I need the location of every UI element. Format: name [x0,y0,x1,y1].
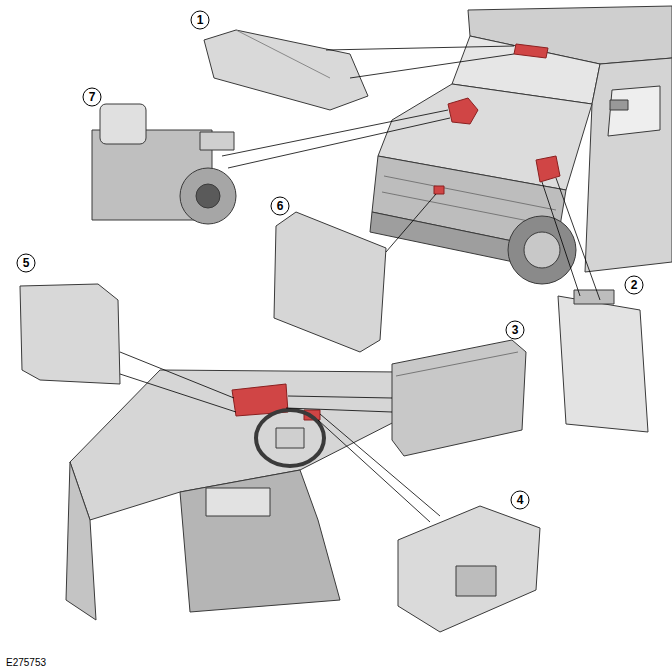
callout-circle [511,491,529,509]
leader-line [120,374,236,412]
steering-hub [276,428,304,448]
dashboard [70,370,402,520]
callout-number: 6 [277,199,284,213]
mirror [610,100,628,110]
module [204,30,368,110]
leader-line [320,414,440,516]
wheel [508,216,576,284]
motor [180,168,236,224]
leader-line [120,352,234,398]
leader-line [286,408,392,412]
centre-console [180,470,340,612]
callout-circle [625,276,643,294]
control-panel [206,488,270,516]
callout-number: 4 [517,493,524,507]
leader-line [350,54,514,78]
location-marker [448,98,478,124]
engine-control-module [558,296,648,432]
leader-line [222,110,448,156]
leader-line [326,46,514,50]
vehicle-side [585,58,672,272]
leader-line [386,194,436,252]
control-module [274,212,386,352]
leader-line [228,118,450,168]
callout-circle [191,11,209,29]
leader-line [542,182,580,296]
control-module [20,284,120,384]
callout-number: 2 [631,278,638,292]
callout-number: 5 [23,256,30,270]
reservoir [100,104,146,144]
instrument-cluster [392,340,526,456]
callout-number: 1 [197,13,204,27]
location-marker [434,186,444,194]
callout-number: 3 [512,323,519,337]
leader-line [288,396,392,398]
callout-circle [506,321,524,339]
dashboard-end [66,462,96,620]
switch-module [398,506,540,632]
wheel-hub [524,232,560,268]
side-window [608,86,660,136]
callout-circle [83,88,101,106]
figure-code: E275753 [6,657,46,668]
leader-line [556,178,600,300]
leader-line [318,420,430,522]
callout-circle [17,254,35,272]
callout-number: 7 [89,90,96,104]
location-marker [514,44,548,58]
callout-circle [271,197,289,215]
steering-wheel [256,410,324,466]
